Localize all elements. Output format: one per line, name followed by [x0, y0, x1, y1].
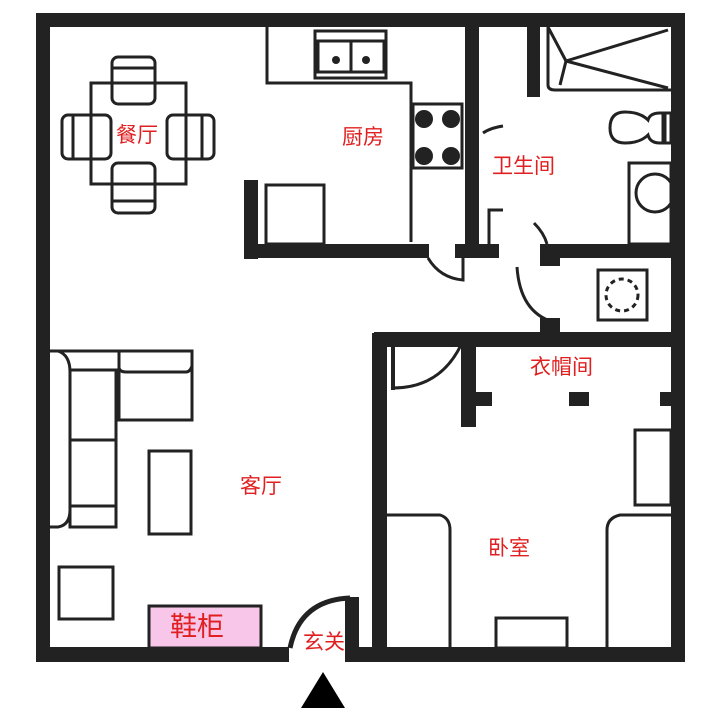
washing-machine-icon [596, 268, 649, 322]
armchair [57, 565, 115, 621]
room-label-bedroom: 卧室 [488, 536, 530, 560]
kitchen-door [426, 257, 465, 282]
entrance-jamb [345, 597, 359, 662]
room-label-bathroom: 卫生间 [492, 154, 555, 178]
sofa [50, 349, 194, 529]
shoe-cabinet-label: 鞋柜 [170, 612, 224, 643]
bathroom-door-upper [482, 124, 504, 135]
bedroom-door-arc [391, 344, 463, 390]
coffee-table [147, 449, 193, 536]
dining-set [60, 55, 216, 215]
bedroom-walls [372, 333, 671, 662]
laundry-walls [374, 244, 685, 347]
shoe-cabinet [147, 604, 263, 650]
room-label-living-room: 客厅 [240, 474, 282, 498]
kitchen-walls [244, 13, 479, 259]
room-label-entrance: 玄关 [303, 630, 345, 654]
laundry-door-arc [515, 266, 554, 324]
bathroom-door-lower [487, 208, 503, 245]
bedroom-furniture [387, 428, 673, 650]
bathroom-door-arc [532, 221, 549, 245]
entry-arrow-icon [301, 672, 345, 708]
room-label-cloakroom: 衣帽间 [530, 355, 593, 379]
entrance-door-arc [287, 595, 351, 649]
bathroom-walls [479, 27, 671, 258]
kitchen-counters [264, 27, 464, 246]
bathroom-fixtures [546, 26, 676, 246]
room-label-dining: 餐厅 [116, 123, 158, 147]
room-label-kitchen: 厨房 [342, 125, 384, 149]
